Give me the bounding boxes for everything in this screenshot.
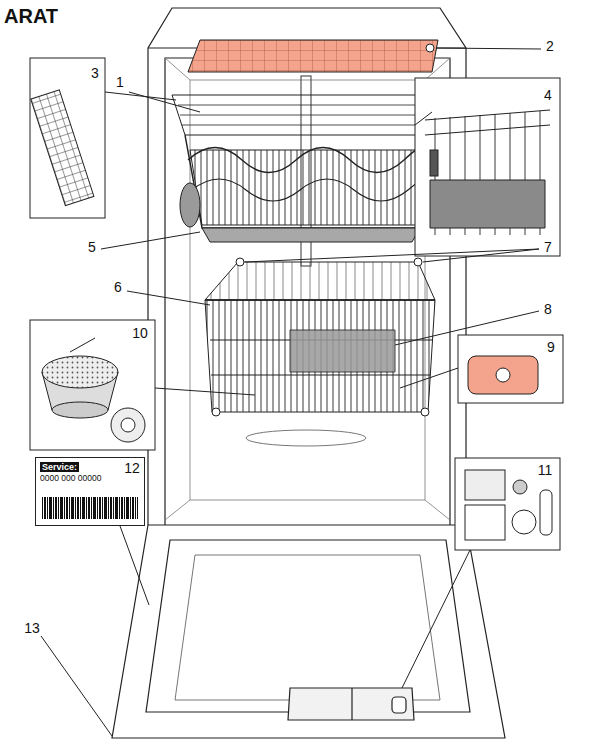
door [146,540,470,712]
door [112,525,505,738]
lower-basket [421,408,429,416]
door [392,697,406,713]
inset-frames [30,58,563,550]
leader-line [120,526,149,605]
callout-number: 4 [543,88,553,102]
rack-support-detail [425,110,550,235]
spray-arm-detail [496,368,510,382]
leader-line [395,311,539,345]
leader-line [400,368,458,388]
callout-number: 12 [123,461,141,475]
rack-support-detail [430,180,545,228]
door [175,555,440,700]
cutlery-rack-detail [31,90,94,206]
barcode [42,497,138,519]
leader-line [415,112,432,125]
lower-basket [205,258,435,446]
callout-number: 11 [537,463,554,477]
cutlery-rack-detail [31,90,94,206]
inset-frames [30,320,155,450]
spray-arm-detail [468,356,538,394]
cutlery-rack-detail [31,90,94,206]
leader-line [101,232,200,249]
callout-number: 6 [113,280,123,294]
filter-detail [52,402,108,418]
upper-basket [426,44,434,52]
door [351,688,352,720]
leader-line [129,92,200,112]
filter-detail [111,408,145,442]
dispenser-detail [512,510,536,534]
lower-basket [205,300,435,412]
callout-number: 7 [543,240,553,254]
cabinet [165,58,450,525]
inset-frames [458,335,563,403]
lower-basket [236,258,244,266]
upper-basket [188,40,438,72]
leader-line [105,92,176,100]
callout-number: 1 [115,75,125,89]
leader-line [245,249,539,262]
lower-basket [246,430,366,446]
spray-arm-detail [468,356,538,394]
callout-number: 10 [131,326,149,340]
leader-line [127,291,210,305]
upper-basket [172,95,440,135]
callout-number: 3 [90,66,100,80]
leader-line [436,48,541,49]
filter-detail [70,338,95,352]
filter-detail [121,418,135,432]
lower-basket [205,262,435,300]
callout-number: 5 [87,240,97,254]
dispenser-detail [513,480,527,494]
upper-basket [192,177,427,201]
barcode [42,497,138,519]
inset-frames [30,58,105,218]
leader-line [155,388,255,395]
upper-basket [180,183,200,227]
cabinet [165,58,450,520]
leader-line [423,249,539,262]
leader-line [402,550,470,688]
upper-basket [172,40,440,242]
inset-frames [415,78,560,256]
upper-basket [185,135,430,228]
leader-line [41,48,541,736]
callout-number: 13 [23,621,41,635]
lower-basket [414,258,422,266]
door [112,525,505,738]
lower-basket [290,330,395,372]
upper-basket [190,150,425,225]
dispenser-detail [540,490,552,535]
upper-basket [178,105,435,125]
dispenser-detail [465,470,552,540]
leader-line [41,636,112,736]
callout-number: 9 [546,340,556,354]
sticker-heading: Service: [40,462,79,472]
inset-frames [455,458,560,550]
lower-basket [212,408,220,416]
page-title: ARAT [4,6,58,26]
serial-number: 0000 000 00000 [40,474,140,484]
rack-support-detail [430,150,438,176]
door [288,688,414,720]
rack-support-detail [425,110,550,135]
dispenser-detail [465,470,505,500]
filter-detail [42,356,118,388]
upper-basket [188,144,428,172]
callout-number: 2 [545,39,555,53]
filter-detail [42,338,145,442]
dispenser-detail [465,505,505,540]
lower-basket [205,299,435,301]
upper-basket [202,228,420,242]
callout-number: 8 [543,302,553,316]
